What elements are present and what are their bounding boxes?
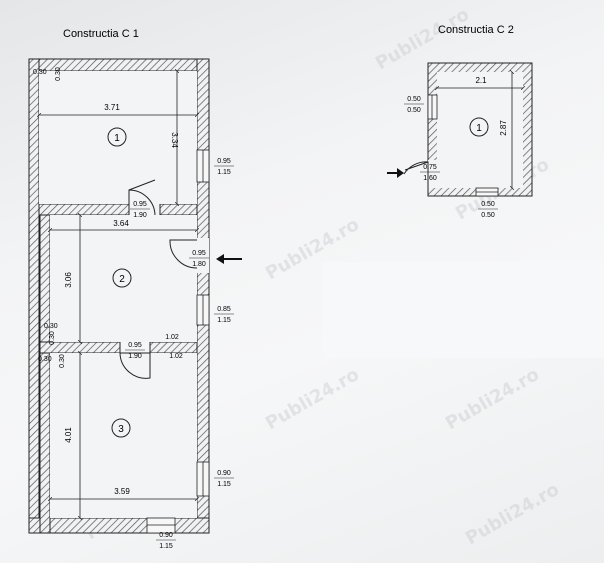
wall-interior-1 — [38, 203, 130, 216]
building-c1: 1 2 3 3.71 3.34 3.64 3.06 3.59 4.01 0.30… — [28, 58, 242, 550]
svg-text:1.15: 1.15 — [159, 543, 173, 550]
svg-text:0.75: 0.75 — [423, 164, 437, 171]
svg-text:0.50: 0.50 — [407, 96, 421, 103]
svg-text:0.50: 0.50 — [481, 201, 495, 208]
dim-r2-height-label: 3.06 — [64, 272, 73, 288]
watermark: Publi24.ro — [442, 364, 543, 434]
room-1-marker — [107, 127, 127, 147]
svg-text:0.50: 0.50 — [481, 212, 495, 219]
c2-window-west — [427, 94, 438, 120]
wall-label: 0.30 — [38, 356, 52, 363]
opening-label-window-south: 0.90 1.15 — [156, 532, 176, 550]
c2-room-floor — [437, 72, 523, 188]
svg-text:1.80: 1.80 — [192, 261, 206, 268]
svg-text:0.90: 0.90 — [217, 470, 231, 477]
svg-text:1.90: 1.90 — [133, 212, 147, 219]
wall-label: 0.30 — [55, 67, 62, 81]
watermark: Publi24.ro — [262, 214, 363, 284]
opening-label-window-1: 0.95 1.15 — [214, 158, 234, 176]
svg-text:0.95: 0.95 — [133, 201, 147, 208]
svg-text:0.95: 0.95 — [128, 342, 142, 349]
room-1-floor — [39, 71, 197, 204]
c2-door-gap — [428, 160, 437, 188]
dim-r2-width-label: 3.64 — [113, 219, 129, 228]
dim-r1-height-label: 3.34 — [170, 132, 179, 148]
dim-r3-width-label: 3.59 — [114, 487, 130, 496]
door-1-swing — [128, 179, 156, 216]
dim-r3-height-label: 4.01 — [64, 427, 73, 443]
room-2-floor — [50, 215, 197, 342]
wall-label: 0.30 — [49, 331, 56, 345]
building-c2: 2.1 2.87 1 0.50 0.50 0.75 1.60 0.50 0.50 — [387, 62, 533, 219]
c2-opening-label-window-west: 0.50 0.50 — [404, 96, 424, 114]
room-2-number: 2 — [119, 274, 125, 285]
title-constructia-c2: Constructia C 2 — [438, 24, 514, 36]
room-1-number: 1 — [114, 133, 120, 144]
svg-text:1.15: 1.15 — [217, 169, 231, 176]
wall-label: 0.30 — [33, 69, 47, 76]
svg-text:0.85: 0.85 — [217, 306, 231, 313]
watermark: Publi24.ro — [462, 479, 563, 549]
svg-text:0.95: 0.95 — [217, 158, 231, 165]
svg-text:0.95: 0.95 — [192, 250, 206, 257]
svg-text:1.15: 1.15 — [217, 317, 231, 324]
entrance-gap — [197, 238, 209, 273]
wall-label: 1.02 — [165, 334, 179, 341]
c2-room-number: 1 — [476, 123, 482, 134]
opening-label-door-1: 0.95 1.90 — [130, 201, 150, 219]
paper-glare — [322, 262, 604, 358]
wall-interior-1b — [159, 203, 198, 216]
wall-south — [28, 517, 210, 534]
title-constructia-c1: Constructia C 1 — [63, 28, 139, 40]
dim-r1-width-label: 3.71 — [104, 103, 120, 112]
room-3-marker — [111, 418, 131, 438]
entrance-door-swing — [169, 239, 198, 269]
room-3-floor — [50, 353, 197, 518]
room-3-number: 3 — [118, 424, 124, 435]
opening-label-entrance: 0.95 1.80 — [189, 250, 209, 268]
svg-text:1.60: 1.60 — [423, 175, 437, 182]
c2-opening-label-door: 0.75 1.60 — [420, 164, 440, 182]
c2-room-marker — [469, 117, 489, 137]
svg-text:0.90: 0.90 — [159, 532, 173, 539]
wall-label: 1.02 — [169, 353, 183, 360]
wall-interior-2b — [149, 341, 198, 354]
room-2-marker — [112, 268, 132, 288]
opening-label-door-2: 0.95 1.90 — [125, 342, 145, 360]
wall-label: 0.30 — [44, 323, 58, 330]
svg-text:1.90: 1.90 — [128, 353, 142, 360]
c2-dim-width-label: 2.1 — [475, 76, 487, 85]
wall-west-lower — [39, 214, 51, 534]
wall-west-upper — [28, 58, 40, 534]
opening-label-window-2: 0.85 1.15 — [214, 306, 234, 324]
svg-text:1.15: 1.15 — [217, 481, 231, 488]
c2-dim-height-label: 2.87 — [499, 120, 508, 136]
watermark: Publi24.ro — [262, 364, 363, 434]
opening-label-window-3: 0.90 1.15 — [214, 470, 234, 488]
door-2-swing — [119, 352, 151, 379]
svg-text:0.50: 0.50 — [407, 107, 421, 114]
c2-opening-label-window-south: 0.50 0.50 — [478, 201, 498, 219]
c2-door-swing — [403, 161, 429, 188]
window-south — [146, 517, 176, 534]
wall-label: 0.30 — [59, 354, 66, 368]
